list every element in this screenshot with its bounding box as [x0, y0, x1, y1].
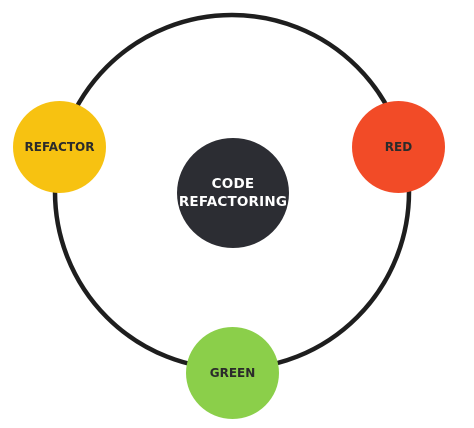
node-red: RED	[352, 101, 445, 193]
node-refactor-label: REFACTOR	[24, 139, 95, 154]
node-green-label: GREEN	[209, 365, 256, 380]
node-green: GREEN	[186, 327, 279, 419]
node-red-label: RED	[384, 139, 413, 154]
node-refactor: REFACTOR	[13, 101, 106, 193]
center-node-label: CODE REFACTORING	[178, 175, 288, 210]
center-node-code-refactoring: CODE REFACTORING	[177, 138, 289, 248]
